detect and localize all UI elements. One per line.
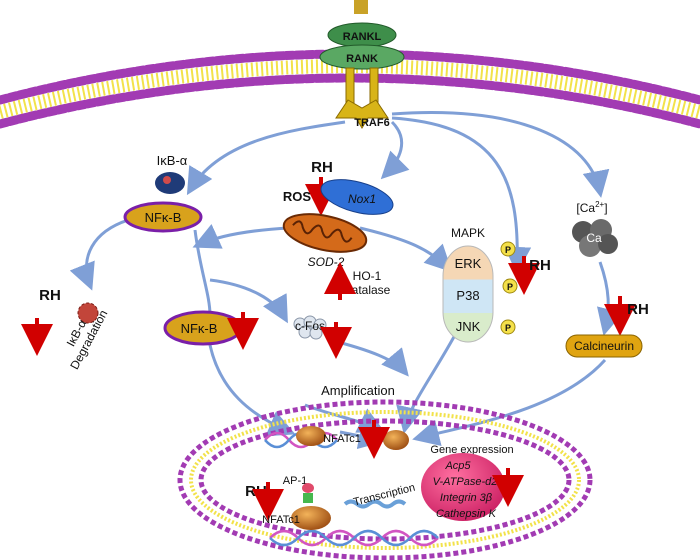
rank-label: RANK	[346, 53, 378, 65]
nfkb-lower-label: NFκ-B	[181, 321, 218, 336]
p-label-p38: P	[507, 282, 513, 292]
cfos-label: c-Fos	[295, 319, 325, 333]
rank-receptor	[319, 0, 405, 129]
traf6-label: TRAF6	[354, 117, 389, 129]
degraded-ikba-icon	[77, 302, 99, 324]
rh-label-mapk: RH	[529, 257, 551, 274]
calcineurin-label: Calcineurin	[574, 339, 634, 353]
ikba-protein	[155, 172, 185, 194]
gene-integrin: Integrin 3β	[440, 492, 493, 504]
catalase-label: catalase	[346, 283, 391, 297]
nfatc1-protein-a	[296, 426, 326, 446]
rh-label-calcineurin: RH	[627, 301, 649, 318]
nfkb-top-shape	[123, 201, 203, 233]
p-label-jnk: P	[505, 323, 511, 333]
amplification-label: Amplification	[321, 383, 395, 398]
nox1-shape	[320, 179, 394, 215]
nfatc1-protein-b	[383, 430, 409, 450]
gene-expression-blob	[421, 453, 505, 521]
nfatc1-label-c: NFATc1	[262, 514, 300, 526]
ho1-label: HO-1	[353, 269, 382, 283]
rankl-label: RANKL	[343, 31, 382, 43]
sod2-label: SOD-2	[308, 255, 345, 269]
gene-cathepsin: Cathepsin K	[436, 508, 497, 520]
p-label-erk: P	[505, 245, 511, 255]
ap1-label: AP-1	[283, 475, 307, 487]
transcription-mrna	[343, 499, 407, 509]
calcium-ions-icon	[572, 219, 618, 257]
calcineurin-shape	[565, 334, 643, 358]
ca-label: [Ca2+]	[576, 200, 607, 215]
rh-label-ros: RH	[311, 159, 333, 176]
p38-label: P38	[456, 288, 479, 303]
nucleus-outer	[177, 399, 593, 560]
mitochondrion-icon	[282, 213, 368, 253]
gene-acp5: Acp5	[444, 460, 471, 472]
mapk-complex	[442, 245, 494, 343]
nucleus-inner	[198, 418, 572, 542]
ca-ion-label: Ca	[586, 231, 602, 245]
rh-label-degradation: RH	[39, 287, 61, 304]
gene-vatpase: V-ATPase-d2	[433, 476, 498, 488]
mapk-title: MAPK	[451, 226, 485, 240]
gene-expression-label: Gene expression	[430, 444, 513, 456]
nfatc1-protein-c	[291, 506, 331, 530]
dna-strands	[264, 431, 439, 547]
ikba-label: IκB-α	[157, 153, 188, 168]
nox1-label: Nox1	[348, 192, 376, 206]
ap1-protein	[302, 483, 314, 503]
ros-label: ROS	[283, 189, 312, 204]
rh-label-nucleus: RH	[245, 483, 267, 500]
erk-label: ERK	[455, 256, 482, 271]
jnk-label: JNK	[456, 319, 481, 334]
nfatc1-label-a: NFATc1	[323, 433, 361, 445]
nfkb-top-label: NFκ-B	[145, 210, 182, 225]
nucleus-middle	[189, 410, 581, 550]
